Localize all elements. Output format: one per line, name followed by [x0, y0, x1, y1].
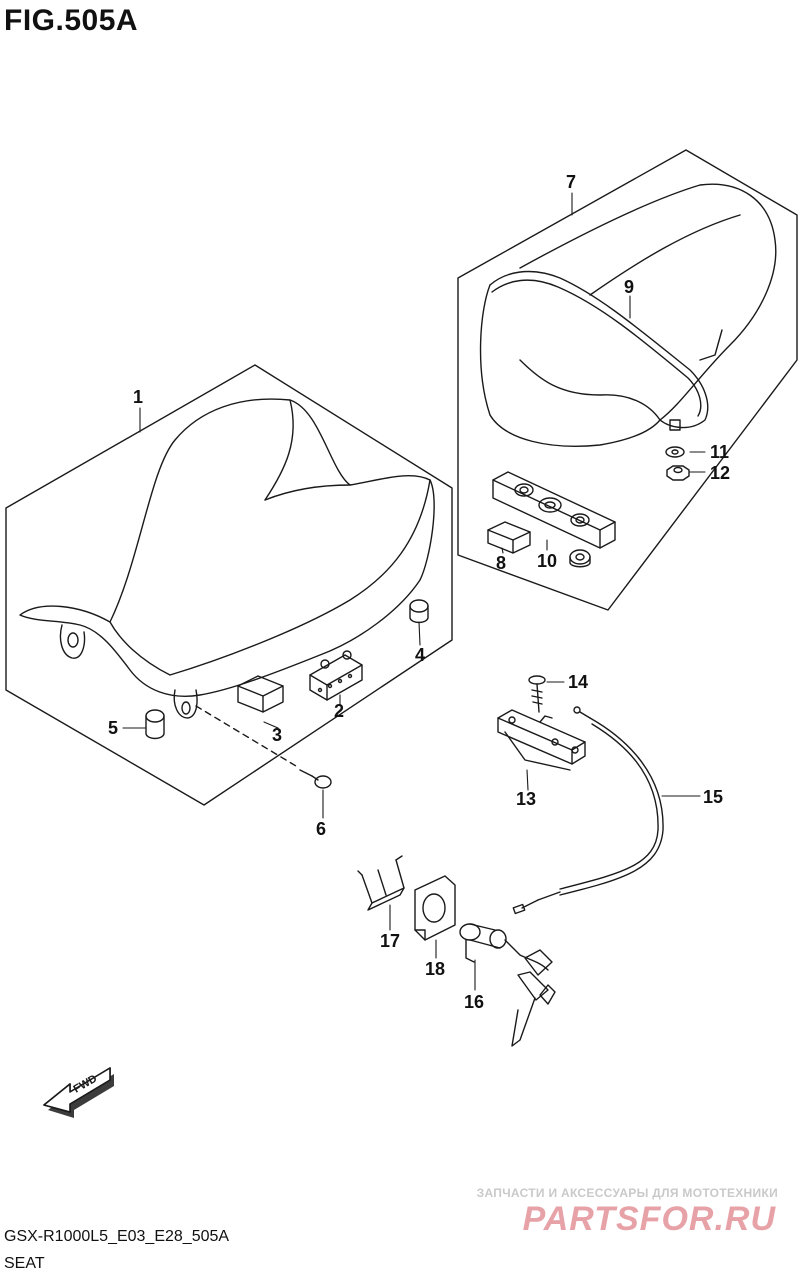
fwd-arrow-icon: FWD [43, 1067, 114, 1118]
callout-7: 7 [566, 172, 577, 192]
callout-17: 17 [380, 931, 401, 951]
part-7-seat-cowl [519, 183, 777, 421]
callout-14: 14 [568, 672, 589, 692]
callout-4: 4 [415, 645, 426, 665]
callout-11: 11 [710, 442, 730, 462]
part-6-screw [299, 769, 332, 789]
watermark-tagline: ЗАПЧАСТИ И АКСЕССУАРЫ ДЛЯ МОТОТЕХНИКИ [476, 1186, 778, 1200]
part-14-screw [528, 675, 546, 713]
part-2-fastener-strip [309, 650, 363, 701]
part-9-tail-cover [479, 270, 709, 447]
callout-6: 6 [316, 819, 327, 839]
part-8-pad [487, 521, 531, 554]
callout-5: 5 [108, 718, 119, 738]
part-16-key-cylinder [459, 923, 556, 1047]
callout-9: 9 [624, 277, 635, 297]
seat-cowl-group-frame [457, 149, 798, 611]
callout-18: 18 [425, 959, 446, 979]
section-name: SEAT [4, 1255, 45, 1272]
part-10-bushing [569, 549, 591, 568]
part-3-pad [237, 675, 284, 713]
part-11-washer [665, 446, 685, 458]
part-15-seat-lock-cable [512, 706, 664, 915]
part-17-clip [357, 855, 405, 911]
callout-2: 2 [334, 701, 345, 721]
front-seat-group-frame [5, 364, 453, 806]
callout-8: 8 [496, 553, 507, 573]
callout-10: 10 [537, 551, 558, 571]
callout-15: 15 [703, 787, 724, 807]
figure-title: FIG.505A [4, 4, 139, 37]
part-13-lock-bracket [497, 709, 586, 771]
callout-12: 12 [710, 463, 731, 483]
callout-1: 1 [133, 387, 144, 407]
model-code: GSX-R1000L5_E03_E28_505A [4, 1228, 230, 1245]
part-6-leader-dash [195, 705, 297, 767]
callout-16: 16 [464, 992, 485, 1012]
callout-leader-lines [122, 192, 706, 991]
part-18-plate [414, 875, 456, 941]
part-10-bracket [492, 471, 616, 549]
callout-3: 3 [272, 725, 283, 745]
part-5-cushion [145, 709, 165, 740]
front-seat-part [19, 398, 435, 719]
callout-13: 13 [516, 789, 537, 809]
part-12-nut [666, 465, 690, 481]
watermark-logo: PARTSFOR.RU [522, 1200, 776, 1238]
part-4-cushion [409, 599, 429, 624]
